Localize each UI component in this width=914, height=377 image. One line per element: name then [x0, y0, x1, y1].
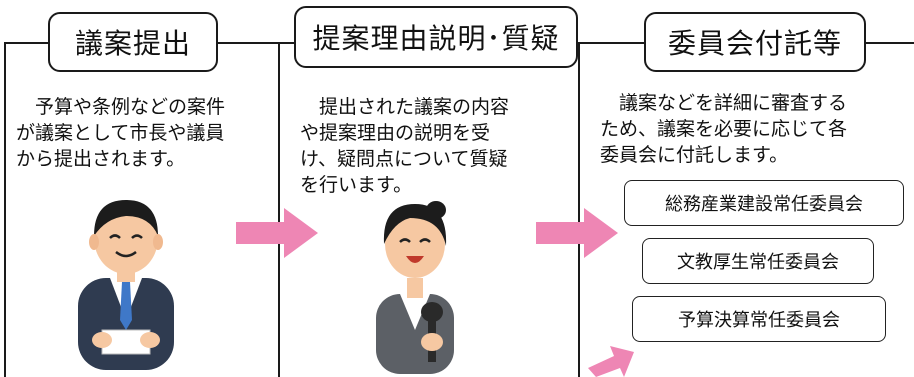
step-2-title: 提案理由説明･質疑 — [294, 6, 578, 68]
flow-arrow-1 — [236, 208, 318, 258]
top-border-left — [4, 42, 48, 44]
businessman-icon — [78, 200, 174, 370]
step-2-description: 提出された議案の内容 や提案理由の説明を受 け、疑問点について質疑 を行います。 — [300, 96, 510, 196]
committee-general-affairs: 総務産業建設常任委員会 — [624, 180, 904, 226]
top-border-right — [866, 42, 914, 44]
top-border-mid2 — [578, 42, 644, 44]
step-3-title: 委員会付託等 — [644, 12, 866, 72]
committee-education-welfare: 文教厚生常任委員会 — [642, 238, 874, 284]
step-1-description: 予算や条例などの案件 が議案として市長や議員 から提出されます。 — [16, 96, 226, 170]
column-divider-left — [4, 42, 6, 377]
step-1-title: 議案提出 — [48, 12, 218, 72]
speaker-woman-icon — [376, 201, 454, 374]
flow-arrow-2 — [536, 208, 618, 258]
committee-budget-settlement: 予算決算常任委員会 — [632, 296, 886, 342]
step-3-description: 議案などを詳細に審査する ため、議案を必要に応じて各 委員会に付託します。 — [600, 92, 848, 166]
column-divider-1 — [278, 42, 280, 377]
flow-arrow-3-partial — [588, 346, 634, 377]
top-border-mid1 — [218, 42, 294, 44]
column-divider-2 — [578, 42, 580, 377]
